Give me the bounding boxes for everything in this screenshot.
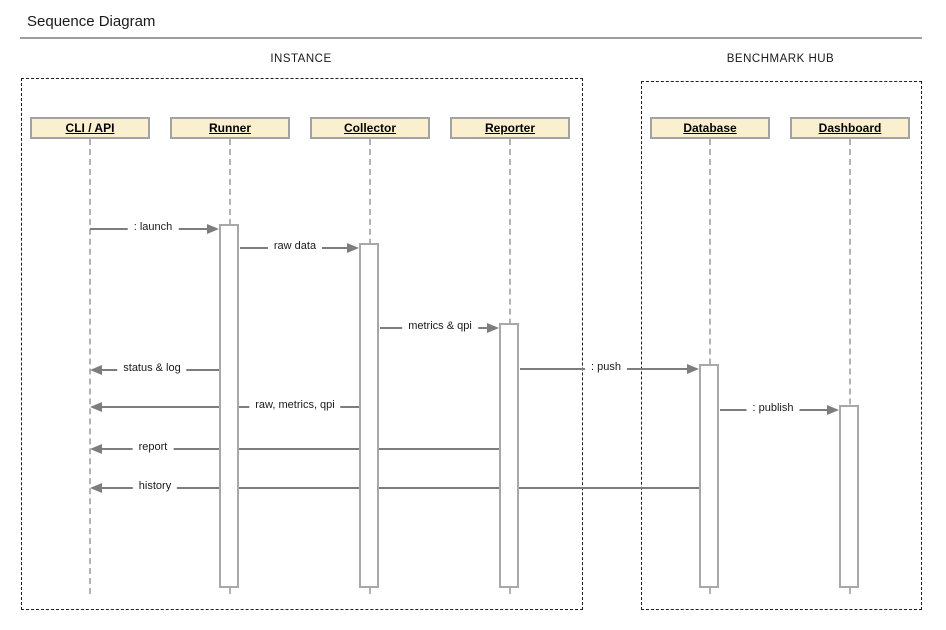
arrow-right-icon [687, 364, 699, 374]
actor-cli-api: CLI / API [30, 117, 150, 139]
message-raw-data: raw data [240, 239, 359, 254]
actor-dashboard: Dashboard [790, 117, 910, 139]
message-label: : push [585, 360, 627, 375]
actor-reporter: Reporter [450, 117, 570, 139]
frame-benchmark-hub [641, 81, 922, 610]
message-label: : publish [746, 401, 800, 416]
frame-instance [21, 78, 583, 610]
message-launch: : launch [90, 220, 219, 235]
message-publish: : publish [720, 401, 839, 416]
activation-collector [359, 243, 379, 588]
message-status-log: status & log [90, 361, 219, 376]
message-history: history [90, 479, 699, 494]
message-label: : launch [127, 220, 179, 235]
actor-collector: Collector [310, 117, 430, 139]
arrow-left-icon [90, 365, 102, 375]
arrow-left-icon [90, 402, 102, 412]
message-label: raw data [267, 239, 323, 254]
title-divider [20, 37, 922, 39]
arrow-right-icon [347, 243, 359, 253]
message-push: : push [520, 360, 699, 375]
activation-dashboard [839, 405, 859, 588]
message-metrics-qpi: metrics & qpi [380, 319, 499, 334]
actor-database: Database [650, 117, 770, 139]
actor-runner: Runner [170, 117, 290, 139]
message-label: history [132, 479, 178, 494]
lifeline-dashboard [849, 139, 851, 594]
page-title: Sequence Diagram [27, 13, 156, 30]
activation-runner [219, 224, 239, 588]
activation-database [699, 364, 719, 588]
arrow-left-icon [90, 444, 102, 454]
activation-reporter [499, 323, 519, 588]
message-label: metrics & qpi [402, 319, 478, 334]
message-label: report [132, 440, 174, 455]
frame-label-benchmark-hub: BENCHMARK HUB [726, 53, 835, 65]
message-report: report [90, 440, 499, 455]
message-label: status & log [117, 361, 187, 376]
arrow-right-icon [207, 224, 219, 234]
arrow-left-icon [90, 483, 102, 493]
frame-label-instance: INSTANCE [270, 53, 332, 65]
arrow-right-icon [827, 405, 839, 415]
message-label: raw, metrics, qpi [249, 398, 341, 413]
arrow-right-icon [487, 323, 499, 333]
